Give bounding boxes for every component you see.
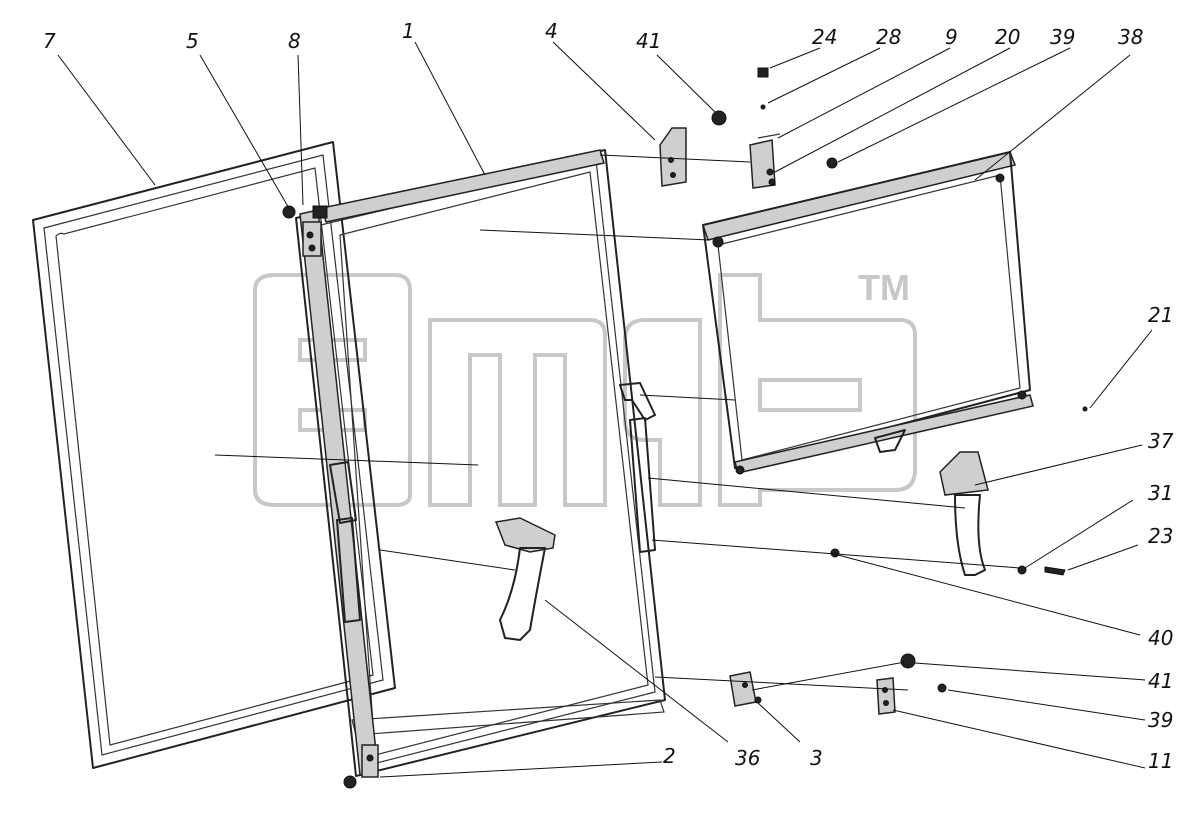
callout-20: 20 bbox=[995, 25, 1020, 49]
callout-7: 7 bbox=[43, 29, 56, 53]
callout-3: 3 bbox=[810, 746, 823, 770]
bottom-hinge bbox=[343, 744, 379, 789]
trademark-mark: TM bbox=[858, 267, 910, 308]
upper-bracket bbox=[659, 127, 687, 187]
lower-plate bbox=[876, 677, 896, 715]
top-hinge-assembly bbox=[282, 205, 328, 257]
callout-40: 40 bbox=[1148, 626, 1173, 650]
callout-39-top: 39 bbox=[1050, 25, 1075, 49]
callout-31: 31 bbox=[1148, 481, 1173, 505]
lower-bracket bbox=[729, 671, 762, 707]
callout-9: 9 bbox=[945, 25, 958, 49]
sun-blind bbox=[702, 151, 1034, 475]
watermark-logo: TM bbox=[253, 267, 917, 507]
callout-5: 5 bbox=[186, 29, 199, 53]
callout-2: 2 bbox=[663, 744, 676, 768]
fasteners bbox=[711, 67, 1088, 693]
leader-lines bbox=[57, 41, 1153, 778]
callout-labels: 7 5 8 1 4 41 24 28 9 20 39 38 21 37 31 2… bbox=[43, 19, 1174, 773]
callout-24: 24 bbox=[812, 25, 837, 49]
callout-37: 37 bbox=[1148, 429, 1174, 453]
door-handle-inner bbox=[494, 517, 556, 641]
callout-39-bottom: 39 bbox=[1148, 708, 1173, 732]
callout-36: 36 bbox=[735, 746, 760, 770]
callout-1: 1 bbox=[402, 19, 415, 43]
callout-41-top: 41 bbox=[636, 29, 661, 53]
callout-38: 38 bbox=[1118, 25, 1143, 49]
callout-41-bottom: 41 bbox=[1148, 669, 1173, 693]
callout-11: 11 bbox=[1148, 749, 1173, 773]
door-handle-outer bbox=[939, 451, 989, 576]
callout-21: 21 bbox=[1148, 303, 1173, 327]
callout-4: 4 bbox=[545, 19, 558, 43]
callout-8: 8 bbox=[288, 29, 301, 53]
callout-23: 23 bbox=[1148, 524, 1173, 548]
upper-plate bbox=[749, 139, 776, 189]
callout-28: 28 bbox=[876, 25, 901, 49]
door-frame bbox=[295, 149, 666, 777]
